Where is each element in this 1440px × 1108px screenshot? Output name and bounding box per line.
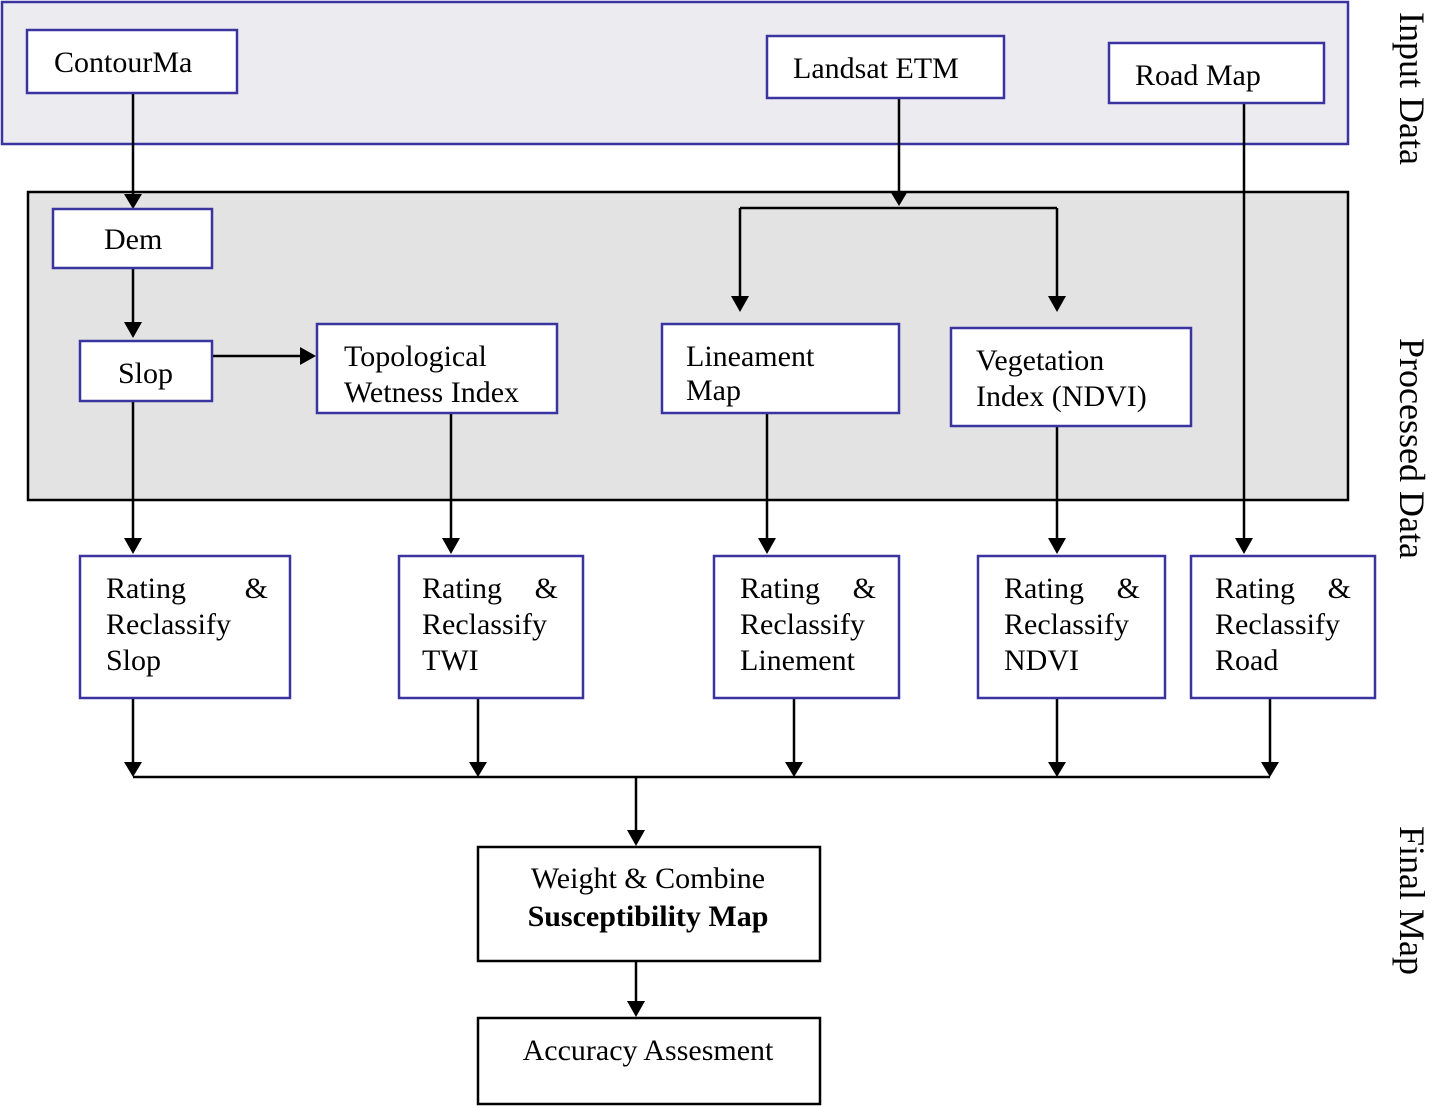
node-label-ampersand: & <box>1328 572 1351 605</box>
node-rating-ndvi: Rating & Reclassify NDVI <box>976 554 1167 700</box>
node-label: ContourMa <box>54 46 192 79</box>
node-label-line-1: Topological <box>344 340 487 373</box>
node-landsat-etm: Landsat ETM <box>765 34 1006 100</box>
stage-label-final: Final Map <box>1392 826 1432 975</box>
node-accuracy-assessment: Accuracy Assesment <box>476 1016 822 1106</box>
node-weight-combine: Weight & Combine Susceptibility Map <box>476 845 822 963</box>
arrow-head <box>1235 538 1253 554</box>
node-label: Dem <box>104 223 162 256</box>
node-dem: Dem <box>51 207 214 270</box>
node-label-line-2: Map <box>686 374 741 407</box>
node-label-line-2: Susceptibility Map <box>528 900 769 933</box>
arrow-head <box>1048 538 1066 554</box>
node-label-line-2: Wetness Index <box>344 376 519 409</box>
node-topological-wetness-index: Topological Wetness Index <box>315 322 559 415</box>
node-rating-linement: Rating & Reclassify Linement <box>712 554 901 700</box>
node-slop: Slop <box>78 339 214 403</box>
arrow-head <box>731 296 749 312</box>
node-label-line-1: Weight & Combine <box>531 862 765 895</box>
arrow-head <box>124 538 142 554</box>
stage-label-processed: Processed Data <box>1392 338 1432 559</box>
node-label: Accuracy Assesment <box>523 1034 774 1067</box>
arrow-head <box>1048 296 1066 312</box>
node-label-reclassify: Reclassify <box>106 608 231 641</box>
node-label-reclassify: Reclassify <box>740 608 865 641</box>
node-label-layer: NDVI <box>1004 644 1079 677</box>
node-label-layer: TWI <box>422 644 479 677</box>
arrow-head <box>469 762 487 777</box>
node-label-layer: Slop <box>106 644 161 677</box>
connectors <box>124 92 1279 1017</box>
arrow-head <box>124 322 142 338</box>
arrow-head <box>124 762 142 777</box>
node-label-reclassify: Reclassify <box>1215 608 1340 641</box>
node-label: Slop <box>118 357 173 390</box>
node-label-line-1: Lineament <box>686 340 815 373</box>
arrow-head <box>627 1001 645 1017</box>
node-label-reclassify: Reclassify <box>422 608 547 641</box>
node-label-layer: Linement <box>740 644 856 677</box>
node-label-ampersand: & <box>535 572 558 605</box>
node-road-map: Road Map <box>1107 41 1326 105</box>
node-vegetation-index: Vegetation Index (NDVI) <box>949 326 1193 428</box>
stage-label-input: Input Data <box>1392 12 1432 165</box>
arrow-head <box>1261 762 1279 777</box>
node-label-rating: Rating <box>422 572 502 605</box>
node-label: Landsat ETM <box>793 52 959 85</box>
node-label-reclassify: Reclassify <box>1004 608 1129 641</box>
node-label-rating: Rating <box>1215 572 1295 605</box>
arrow-head <box>442 538 460 554</box>
arrow-head <box>124 194 142 209</box>
node-lineament-map: Lineament Map <box>660 322 901 415</box>
node-label-line-1: Vegetation <box>976 344 1104 377</box>
node-label-ampersand: & <box>245 572 268 605</box>
node-label-rating: Rating <box>1004 572 1084 605</box>
node-label: Road Map <box>1135 59 1261 92</box>
arrow-head <box>785 762 803 777</box>
node-rating-road: Rating & Reclassify Road <box>1189 554 1377 700</box>
node-label-ampersand: & <box>853 572 876 605</box>
arrow-head <box>758 538 776 554</box>
node-label-ampersand: & <box>1117 572 1140 605</box>
node-label-rating: Rating <box>106 572 186 605</box>
arrow-head <box>627 830 645 846</box>
node-rating-slop: Rating & Reclassify Slop <box>78 554 292 700</box>
node-contour-map: ContourMa <box>25 28 239 95</box>
node-label-rating: Rating <box>740 572 820 605</box>
arrow-head <box>300 347 316 365</box>
arrow-head <box>890 191 908 206</box>
node-rating-twi: Rating & Reclassify TWI <box>397 554 585 700</box>
node-label-layer: Road <box>1215 644 1278 677</box>
node-label-line-2: Index (NDVI) <box>976 380 1147 413</box>
arrow-head <box>1048 762 1066 777</box>
